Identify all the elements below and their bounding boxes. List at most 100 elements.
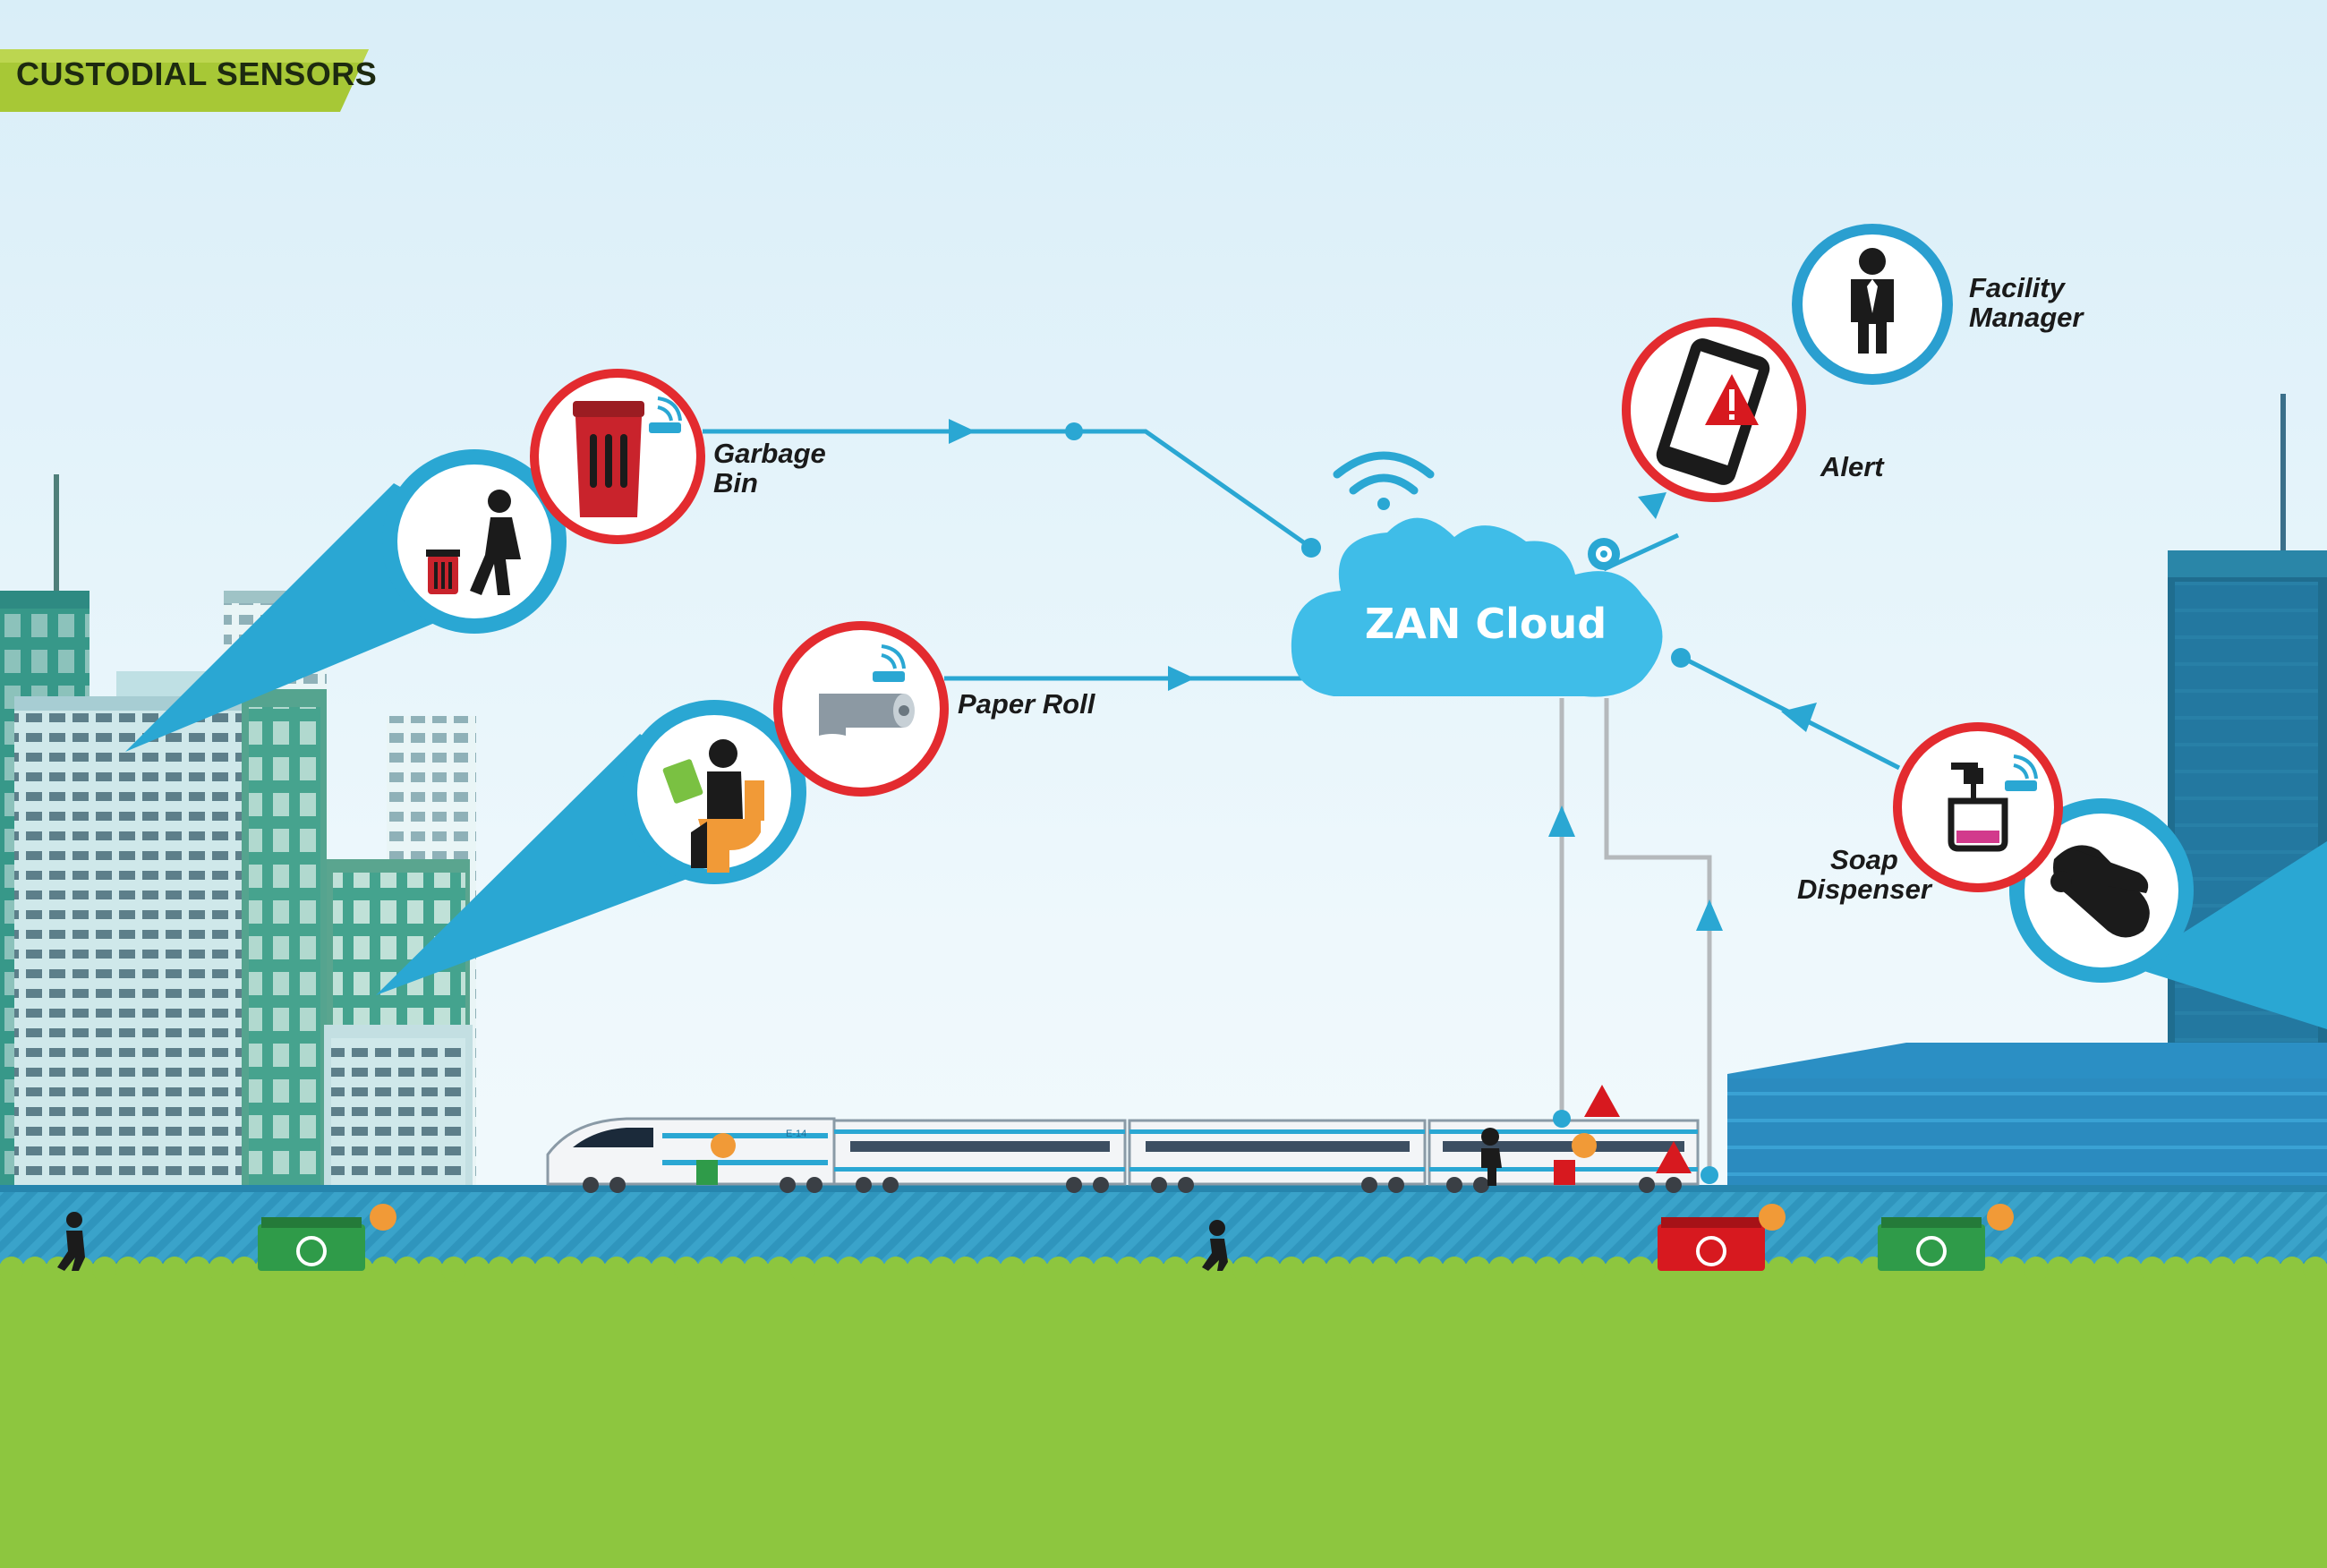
sensor-wifi-icon xyxy=(873,644,906,682)
grass-scallop xyxy=(1232,1257,1257,1282)
grass-scallop xyxy=(418,1257,443,1282)
grass-scallop xyxy=(651,1257,676,1282)
grass-scallop xyxy=(2024,1257,2049,1282)
grass-scallop xyxy=(185,1257,210,1282)
grass-scallop xyxy=(115,1257,141,1282)
grass-scallop xyxy=(2093,1257,2118,1282)
grass-scallop xyxy=(1558,1257,1583,1282)
recycle-bin-green-right xyxy=(1878,1217,1985,1271)
grass-scallop xyxy=(2117,1257,2142,1282)
garbage-bin-label: Garbage Bin xyxy=(713,439,826,498)
grass-scallop xyxy=(1814,1257,1839,1282)
grass-scallop xyxy=(860,1257,885,1282)
garbage-bin-label-line1: Garbage xyxy=(713,438,826,469)
grass-scallop xyxy=(1535,1257,1560,1282)
grass-scallop xyxy=(2000,1257,2025,1282)
grass-scallop xyxy=(907,1257,932,1282)
grass-scallop xyxy=(511,1257,536,1282)
grass-scallop xyxy=(1419,1257,1444,1282)
recycle-bin-red xyxy=(1658,1217,1765,1271)
train-car-number: E-14 xyxy=(786,1129,806,1139)
grass-scallop xyxy=(139,1257,164,1282)
uplink-lines xyxy=(1559,698,1712,1175)
grass-scallop xyxy=(604,1257,629,1282)
grass-scallop xyxy=(744,1257,769,1282)
warning-triangle-icons xyxy=(1584,1085,1692,1173)
grass-scallop xyxy=(1465,1257,1490,1282)
alert-label: Alert xyxy=(1820,451,1884,482)
grass-scallop xyxy=(534,1257,559,1282)
grass-scallop xyxy=(674,1257,699,1282)
cloud-label: ZAN Cloud xyxy=(1364,600,1607,648)
grass-scallop xyxy=(976,1257,1002,1282)
grass-scallop xyxy=(1070,1257,1095,1282)
soap-dispenser-label: Soap Dispenser xyxy=(1797,845,1931,904)
flow-arrows xyxy=(949,419,1817,732)
grass-scallop xyxy=(2280,1257,2305,1282)
manager-person-icon xyxy=(1851,248,1894,354)
paper-roll-icon xyxy=(819,694,915,736)
right-buildings xyxy=(1727,394,2327,1190)
soap-dispenser-sensor xyxy=(1893,722,2063,892)
grass-scallop xyxy=(2140,1257,2165,1282)
grass-scallop xyxy=(92,1257,117,1282)
person-with-bin-icon xyxy=(426,490,521,595)
grass-scallop xyxy=(1000,1257,1025,1282)
grass-scallop xyxy=(627,1257,652,1282)
uplink-arrows xyxy=(1548,805,1723,1184)
grass-scallop xyxy=(2070,1257,2095,1282)
grass-scallop xyxy=(1837,1257,1862,1282)
grass-scallop xyxy=(1279,1257,1304,1282)
grass-scallop xyxy=(1488,1257,1513,1282)
grass-scallop xyxy=(790,1257,815,1282)
grass-scallop xyxy=(1372,1257,1397,1282)
wifi-icon xyxy=(1333,451,1435,510)
grass-scallop xyxy=(2186,1257,2212,1282)
grass-scallop xyxy=(581,1257,606,1282)
grass-scallop xyxy=(883,1257,908,1282)
grass-scallop xyxy=(558,1257,583,1282)
grass-scallop xyxy=(1139,1257,1164,1282)
grass-scallop xyxy=(465,1257,490,1282)
grass-scallop xyxy=(395,1257,420,1282)
grass-scallop xyxy=(2163,1257,2188,1282)
garbage-bin-icon xyxy=(573,401,644,517)
grass-scallop xyxy=(1512,1257,1537,1282)
grass-scallop xyxy=(371,1257,396,1282)
grass-scallop xyxy=(930,1257,955,1282)
zan-cloud xyxy=(1291,517,1663,697)
grass-scallop xyxy=(2233,1257,2258,1282)
grass-scallop xyxy=(0,1257,24,1282)
grass-scallop xyxy=(1023,1257,1048,1282)
grass-scallop xyxy=(1302,1257,1327,1282)
hands-washing-icon xyxy=(2050,845,2150,938)
banner-shape xyxy=(0,49,369,112)
grass-scallop xyxy=(837,1257,862,1282)
small-garbage-bins xyxy=(696,1160,1575,1185)
grass-scallop xyxy=(1628,1257,1653,1282)
facility-manager-label-line1: Facility xyxy=(1969,272,2065,303)
smartphone-alert-icon xyxy=(1656,338,1770,485)
person-on-toilet-icon xyxy=(662,739,764,873)
facility-manager-label-line2: Manager xyxy=(1969,302,2084,333)
grass-scallop xyxy=(2210,1257,2235,1282)
grass-scallop xyxy=(232,1257,257,1282)
grass xyxy=(0,1257,2327,1568)
grass-scallop xyxy=(1581,1257,1607,1282)
left-buildings xyxy=(0,474,476,1190)
soap-dispenser-icon xyxy=(1948,763,2008,852)
grass-scallop xyxy=(162,1257,187,1282)
sensor-wifi-icon xyxy=(649,396,682,433)
grass-scallop xyxy=(1768,1257,1793,1282)
grass-scallop xyxy=(1442,1257,1467,1282)
grass-scallop xyxy=(488,1257,513,1282)
grass-scallop xyxy=(953,1257,978,1282)
garbage-bin-label-line2: Bin xyxy=(713,467,758,499)
grass-scallop xyxy=(697,1257,722,1282)
grass-scallop xyxy=(1093,1257,1118,1282)
grass-scallop xyxy=(2256,1257,2281,1282)
grass-scallop xyxy=(1116,1257,1141,1282)
soap-dispenser-label-line2: Dispenser xyxy=(1797,873,1931,905)
